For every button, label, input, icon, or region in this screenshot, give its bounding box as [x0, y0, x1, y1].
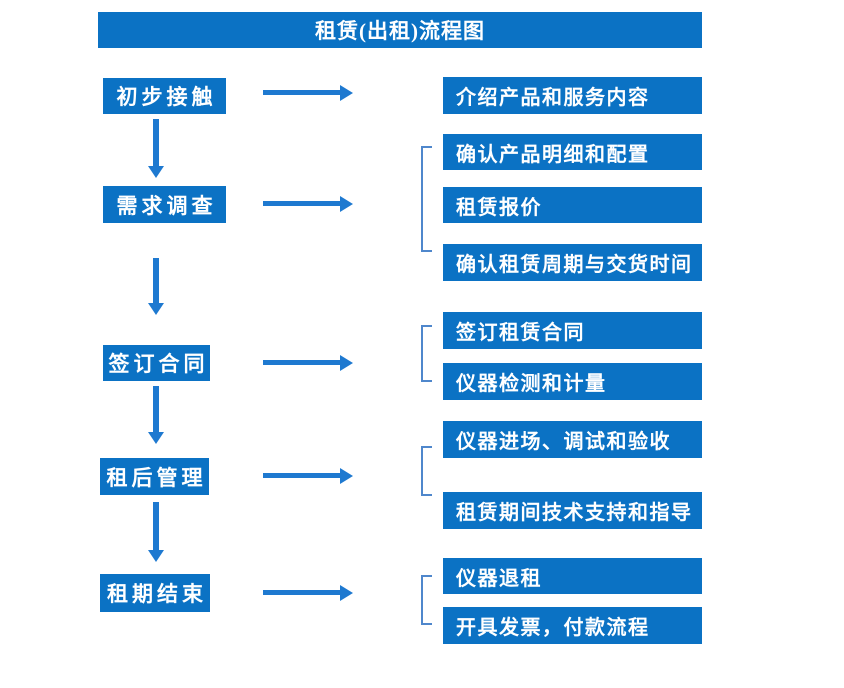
group-bracket — [421, 575, 432, 625]
detail-box-introduce-products-services: 介绍产品和服务内容 — [443, 77, 702, 114]
detail-box-rental-quotation: 租赁报价 — [443, 187, 702, 223]
page-title: 租赁(出租)流程图 — [98, 12, 702, 48]
group-bracket — [421, 325, 432, 382]
detail-box-instrument-entry-commissioning-acceptance: 仪器进场、调试和验收 — [443, 421, 702, 458]
step-box-sign-contract: 签订合同 — [103, 345, 210, 381]
step-box-lease-end: 租期结束 — [100, 574, 210, 612]
detail-box-invoice-payment-process: 开具发票，付款流程 — [443, 607, 702, 644]
group-bracket — [421, 446, 432, 496]
arrow-down-icon — [148, 386, 164, 444]
step-box-post-rental-management: 租后管理 — [100, 458, 209, 495]
arrow-down-icon — [148, 119, 164, 178]
step-box-initial-contact: 初步接触 — [103, 78, 226, 114]
arrow-right-icon — [263, 584, 353, 601]
arrow-right-icon — [263, 195, 353, 212]
detail-box-confirm-period-delivery: 确认租赁周期与交货时间 — [443, 244, 702, 281]
arrow-right-icon — [263, 354, 353, 371]
detail-box-sign-rental-contract: 签订租赁合同 — [443, 312, 702, 349]
arrow-right-icon — [263, 84, 353, 101]
detail-box-technical-support-guidance: 租赁期间技术支持和指导 — [443, 492, 702, 529]
detail-box-confirm-product-details-config: 确认产品明细和配置 — [443, 134, 702, 170]
arrow-right-icon — [263, 467, 353, 484]
step-box-demand-survey: 需求调查 — [103, 186, 226, 223]
arrow-down-icon — [148, 502, 164, 562]
detail-box-instrument-return: 仪器退租 — [443, 558, 702, 594]
detail-box-instrument-testing-measurement: 仪器检测和计量 — [443, 363, 702, 400]
arrow-down-icon — [148, 258, 164, 315]
group-bracket — [421, 146, 432, 252]
